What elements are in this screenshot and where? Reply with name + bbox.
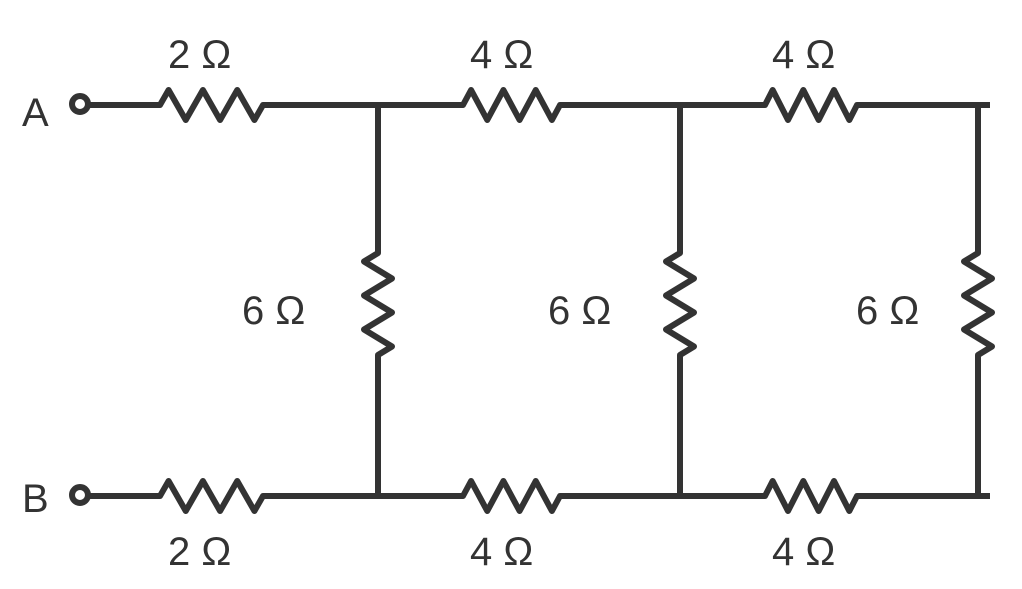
- terminal-a-node: [69, 93, 91, 115]
- bottom-resistor-3: [760, 478, 862, 514]
- bottom-resistor-1-label: 2 Ω: [168, 530, 231, 574]
- vertical-resistor-3: [961, 248, 995, 360]
- top-resistor-1-label: 2 Ω: [168, 33, 231, 77]
- bottom-resistor-3-label: 4 Ω: [772, 530, 835, 574]
- top-resistor-2-label: 4 Ω: [470, 33, 533, 77]
- vertical-resistor-1: [361, 248, 395, 360]
- bottom-resistor-1: [155, 478, 268, 514]
- top-resistor-3-label: 4 Ω: [772, 33, 835, 77]
- terminal-a-label: A: [22, 91, 49, 135]
- terminal-b-label: B: [22, 477, 49, 521]
- bottom-resistor-2: [458, 478, 565, 514]
- vertical-resistor-2-label: 6 Ω: [548, 289, 611, 333]
- top-resistor-3: [760, 87, 862, 123]
- vertical-resistor-1-label: 6 Ω: [242, 289, 305, 333]
- vertical-resistor-2: [663, 248, 697, 360]
- top-resistor-2: [458, 87, 565, 123]
- terminal-b-node: [69, 484, 91, 506]
- vertical-resistor-3-label: 6 Ω: [856, 289, 919, 333]
- top-resistor-1: [155, 87, 268, 123]
- bottom-resistor-2-label: 4 Ω: [470, 530, 533, 574]
